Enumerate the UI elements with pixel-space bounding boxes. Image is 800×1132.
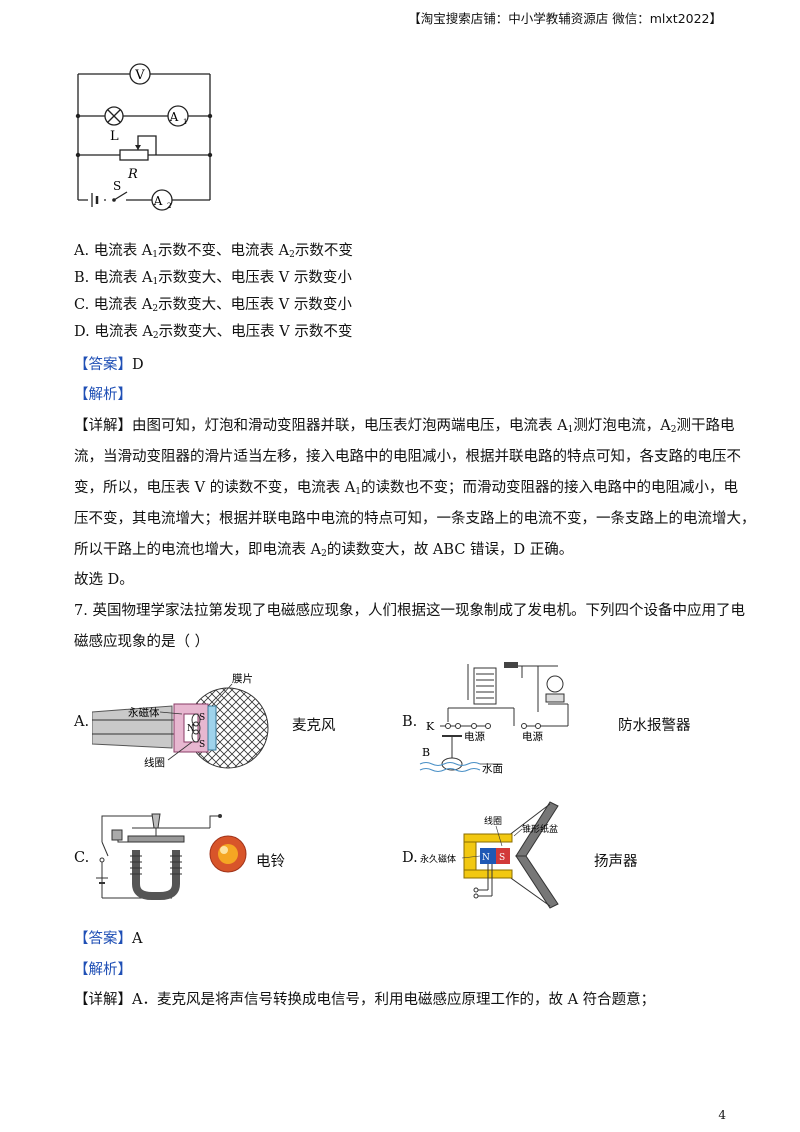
lamp-icon — [545, 675, 565, 703]
svg-text:B: B — [422, 746, 430, 759]
svg-text:V: V — [134, 68, 145, 83]
page-number: 4 — [718, 1108, 726, 1122]
q6-option-c: C. 电流表 A2示数变大、电压表 V 示数变小 — [74, 297, 352, 314]
rheostat-symbol: R — [119, 135, 157, 182]
svg-text:膜片: 膜片 — [232, 672, 253, 685]
svg-text:A: A — [169, 110, 179, 124]
svg-text:S: S — [499, 853, 505, 863]
svg-text:线圈: 线圈 — [144, 756, 165, 769]
svg-text:L: L — [110, 129, 119, 144]
q7-stem-line2: 磁感应现象的是（ ） — [74, 634, 210, 650]
q7-option-a-letter: A. — [74, 714, 90, 730]
svg-text:S: S — [199, 740, 205, 750]
q7-option-d-letter: D. — [402, 850, 418, 866]
q7-option-c-letter: C. — [74, 850, 90, 866]
svg-text:S: S — [113, 179, 121, 193]
q6-detail-line4: 压不变，其电流增大；根据并联电路中电流的特点可知，一条支路上的电流不变，一条支路… — [74, 511, 756, 527]
svg-text:N: N — [187, 724, 195, 734]
page-header: 【淘宝搜索店铺：中小学教辅资源店 微信：mlxt2022】 — [408, 11, 722, 26]
svg-text:电源: 电源 — [464, 730, 485, 743]
svg-text:2: 2 — [167, 202, 171, 210]
q6-answer: 【答案】D — [74, 357, 144, 373]
ammeter-a2-symbol: A 2 — [151, 189, 173, 211]
svg-text:水面: 水面 — [482, 763, 503, 775]
microphone-diagram: S N S 永磁体 膜片 线圈 — [92, 672, 269, 769]
svg-text:S: S — [199, 713, 205, 723]
circuit-diagram: V L A 1 R S A 2 — [75, 63, 213, 211]
q6-detail-line6: 故选 D。 — [74, 572, 134, 588]
q7-answer: 【答案】A — [74, 931, 143, 947]
svg-text:线圈: 线圈 — [484, 815, 502, 827]
q7-option-b-name: 防水报警器 — [618, 718, 691, 734]
q6-option-d: D. 电流表 A2示数变大、电压表 V 示数不变 — [74, 324, 353, 341]
q6-option-b: B. 电流表 A1示数变大、电压表 V 示数变小 — [74, 270, 352, 287]
q7-option-c-name: 电铃 — [256, 854, 285, 870]
float-ball — [441, 735, 463, 771]
battery-switch-symbol: S — [88, 179, 128, 208]
loudspeaker-diagram: N S 线圈 锥形纸盆 永久磁体 — [420, 801, 559, 909]
q6-detail-line1: 【详解】由图可知，灯泡和滑动变阻器并联，电压表灯泡两端电压，电流表 A1测灯泡电… — [74, 418, 735, 435]
q7-option-a-name: 麦克风 — [292, 718, 336, 734]
q7-option-d-name: 扬声器 — [594, 854, 638, 870]
u-magnet — [130, 850, 182, 900]
svg-text:锥形纸盆: 锥形纸盆 — [522, 823, 558, 835]
q6-option-a: A. 电流表 A1示数不变、电流表 A2示数不变 — [74, 243, 353, 260]
q6-analysis-tag: 【解析】 — [74, 387, 132, 403]
svg-text:A: A — [153, 194, 163, 208]
svg-text:R: R — [127, 167, 138, 182]
ammeter-a1-symbol: A 1 — [167, 105, 189, 127]
voltmeter-symbol: V — [129, 63, 151, 85]
svg-text:永久磁体: 永久磁体 — [420, 853, 456, 865]
q7-analysis-tag: 【解析】 — [74, 962, 132, 978]
lamp-symbol: L — [104, 106, 124, 144]
q6-detail-line5: 所以干路上的电流也增大，即电流表 A2的读数变大，故 ABC 错误，D 正确。 — [74, 542, 574, 559]
svg-text:1: 1 — [183, 118, 187, 126]
svg-text:K: K — [426, 720, 435, 733]
q7-option-b-letter: B. — [402, 714, 418, 730]
q7-detail: 【详解】A．麦克风是将声信号转换成电信号，利用电磁感应原理工作的，故 A 符合题… — [74, 992, 656, 1008]
svg-text:N: N — [482, 853, 490, 863]
svg-text:电源: 电源 — [522, 730, 543, 743]
q6-detail-line3: 变，所以，电压表 V 的读数不变，电流表 A1的读数也不变；而滑动变阻器的接入电… — [74, 480, 739, 497]
svg-text:永磁体: 永磁体 — [128, 706, 160, 719]
q7-stem-line1: 7. 英国物理学家法拉第发现了电磁感应现象，人们根据这一现象制成了发电机。下列四… — [74, 603, 745, 619]
q6-detail-line2: 流，当滑动变阻器的滑片适当左移，接入电路中的电阻减小，根据并联电路的特点可知，各… — [74, 449, 741, 465]
electric-bell-diagram — [96, 813, 247, 900]
water-alarm-diagram: K 电源 电源 B 水面 — [419, 662, 569, 775]
